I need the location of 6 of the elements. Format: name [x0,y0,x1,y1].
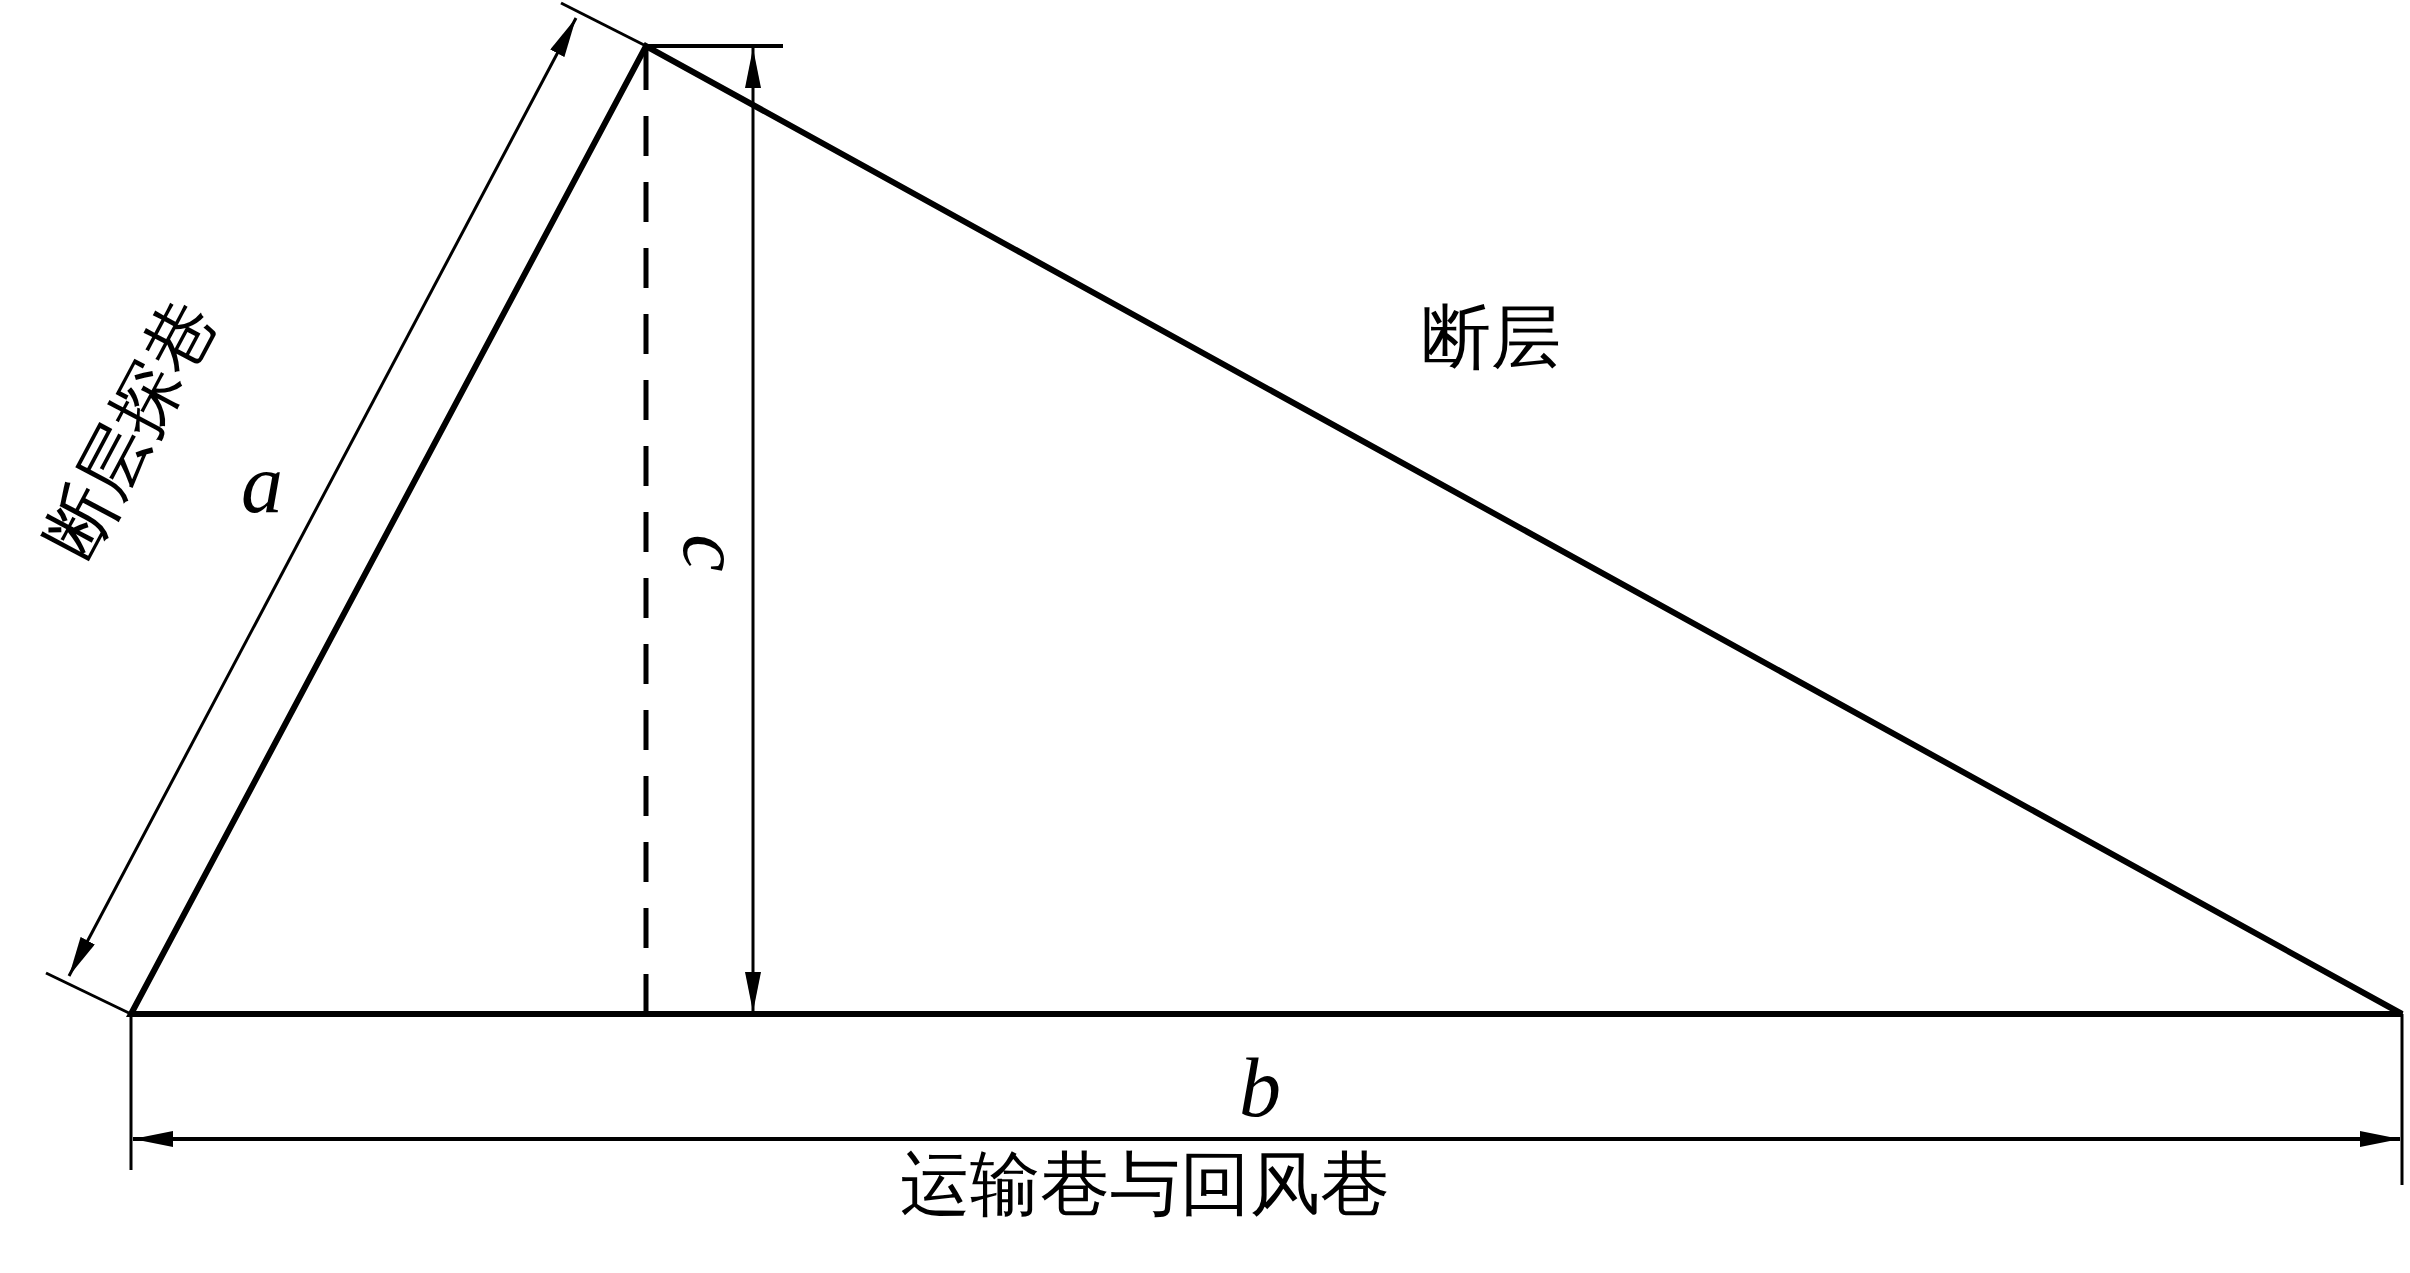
annotation-text: 运输巷与回风巷 [900,1150,1390,1220]
dimension-label: a [241,442,283,526]
annotation-text: 断层 [1421,303,1561,373]
dimension-label: b [1239,1046,1281,1130]
dimension-label: c [670,534,754,572]
annotation-text: 断层探巷 [34,289,228,571]
